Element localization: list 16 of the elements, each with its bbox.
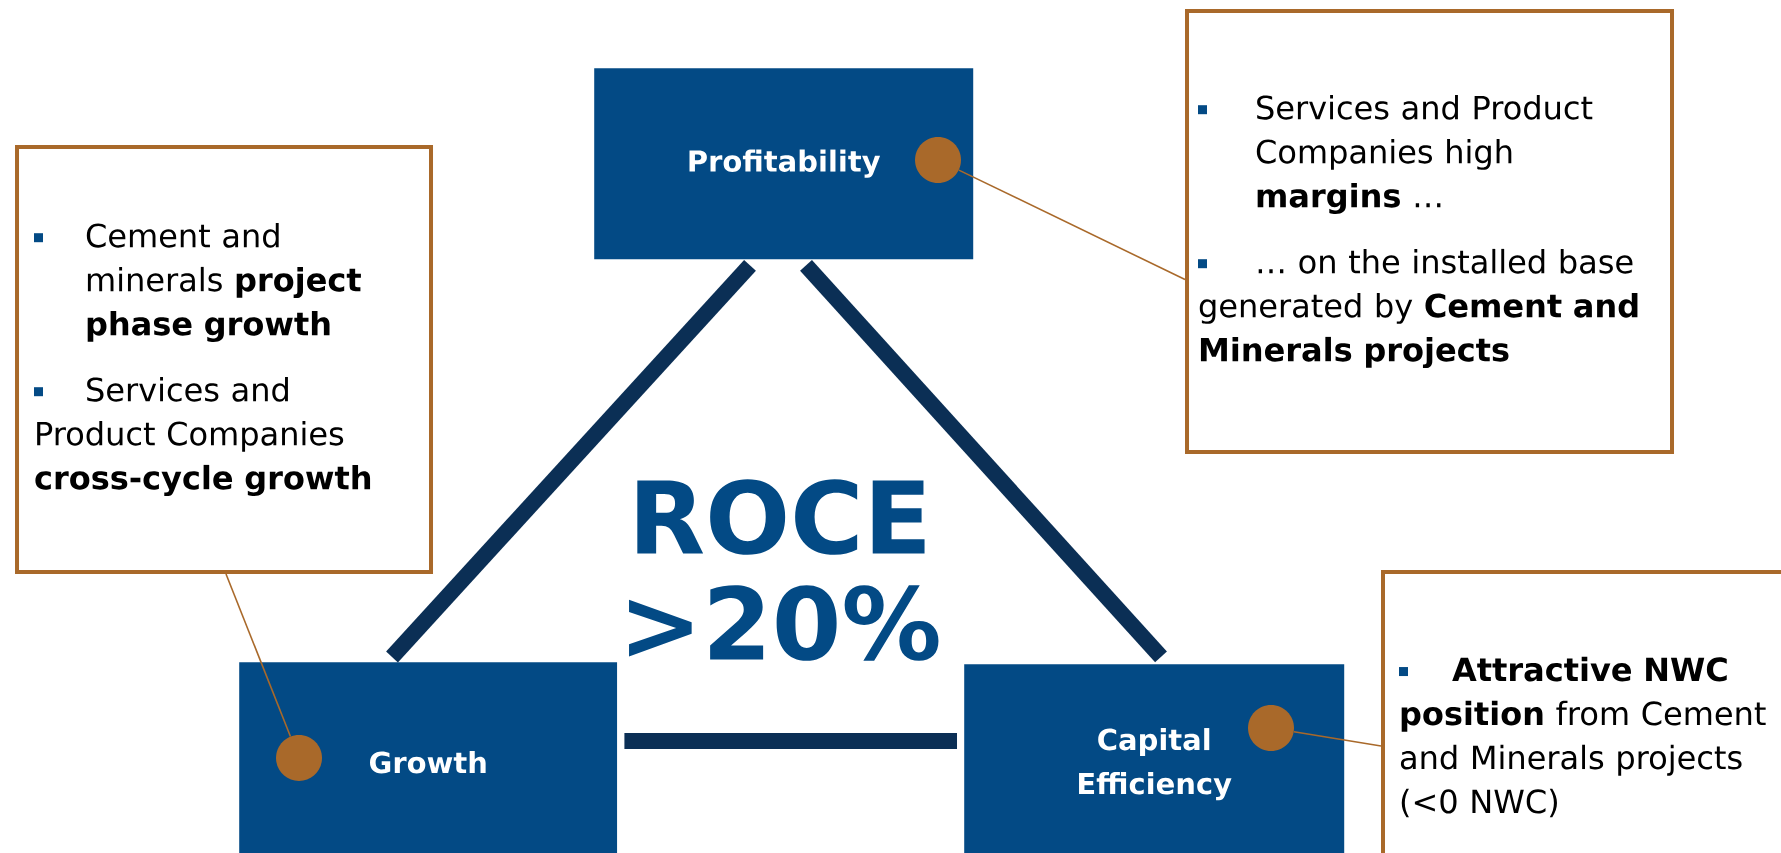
metric-box: Profitability [594, 68, 974, 260]
metric-box: Capital Efficiency [964, 664, 1345, 853]
leader-line [1293, 730, 1382, 747]
leader-line [958, 169, 1186, 281]
connector-line [386, 260, 756, 663]
connector-line [624, 733, 957, 749]
callout-box: Services and Product Companies high margins … … on the installed base generated by Cement and Minerals projects [1185, 9, 1674, 454]
leader-line [225, 573, 292, 738]
center-label: ROCE >20% [629, 479, 939, 661]
callout-box: Cement and minerals project phase growth Services and Product Companies cross-cycle growth [15, 145, 433, 574]
dot-marker [276, 735, 322, 781]
metric-box: Growth [239, 662, 618, 853]
dot-marker [1248, 705, 1294, 751]
connector-line [800, 260, 1167, 663]
dot-marker [915, 137, 961, 183]
callout-box: Attractive NWC position from Cement and Minerals projects (<0 NWC) [1381, 570, 1781, 853]
